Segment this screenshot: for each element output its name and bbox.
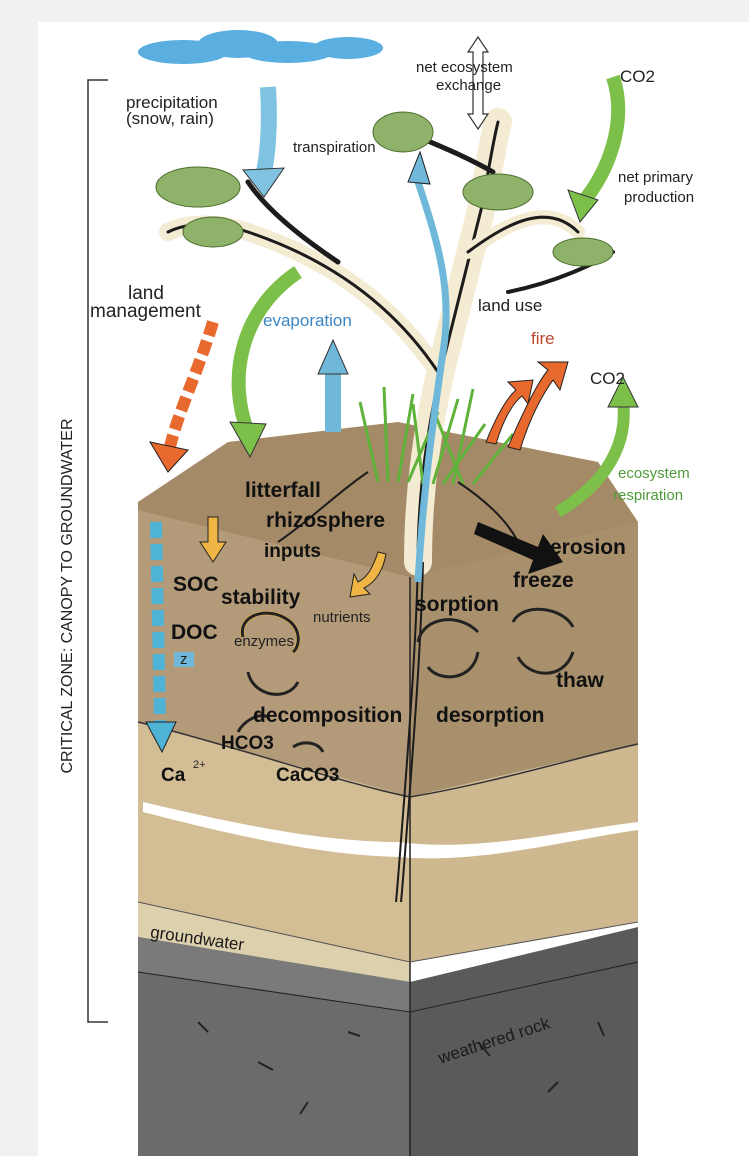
fire-arrows: [486, 362, 568, 450]
npp-label-2: production: [624, 190, 694, 205]
net-ecosystem-exchange-label-2: exchange: [436, 78, 501, 93]
land-use-label: land use: [478, 297, 542, 314]
npp-arrow: [583, 77, 618, 202]
rhizosphere-label: rhizosphere: [266, 510, 385, 531]
cloud-icon: [138, 30, 383, 64]
litterfall-label: litterfall: [245, 480, 321, 501]
litterfall-arrow: [239, 272, 298, 432]
fire-label: fire: [531, 330, 555, 347]
land-management-label-2: management: [90, 302, 201, 321]
inputs-label: inputs: [264, 542, 321, 561]
transpiration-label: transpiration: [293, 140, 376, 155]
z-label: z: [174, 652, 194, 667]
weathered-rock-zone: [410, 927, 638, 1156]
soc-label: SOC: [173, 574, 219, 595]
npp-label: net primary: [618, 170, 693, 185]
stability-label: stability: [221, 587, 300, 608]
sorption-label: sorption: [415, 594, 499, 615]
thaw-label: thaw: [556, 670, 604, 691]
diagram-canvas: CRITICAL ZONE: CANOPY TO GROUNDWATER pre…: [38, 22, 749, 1156]
erosion-label: erosion: [550, 537, 626, 558]
critical-zone-bracket: [88, 80, 108, 1022]
ecosystem-respiration-label-2: respiration: [613, 488, 683, 503]
decomposition-label: decomposition: [253, 705, 402, 726]
doc-label: DOC: [171, 622, 218, 643]
desorption-label: desorption: [436, 705, 545, 726]
freeze-label: freeze: [513, 570, 574, 591]
net-ecosystem-exchange-label: net ecosystem: [416, 60, 513, 75]
land-management-arrow: [170, 322, 213, 447]
ca-charge-label: 2+: [193, 760, 206, 771]
ecosystem-respiration-label: ecosystem: [618, 466, 690, 481]
co2-right-label: CO2: [590, 370, 625, 387]
hco3-label: HCO3: [221, 734, 274, 753]
precipitation-arrow: [264, 87, 269, 172]
evaporation-label: evaporation: [263, 312, 352, 329]
critical-zone-label: CRITICAL ZONE: CANOPY TO GROUNDWATER: [59, 226, 77, 966]
enzymes-label: enzymes: [234, 634, 294, 649]
caco3-label: CaCO3: [276, 766, 339, 785]
foliage: [156, 112, 613, 266]
co2-top-label: CO2: [620, 68, 655, 85]
precipitation-sub-label: (snow, rain): [126, 110, 214, 127]
ca-label: Ca: [161, 766, 185, 785]
nutrients-label: nutrients: [313, 610, 371, 625]
